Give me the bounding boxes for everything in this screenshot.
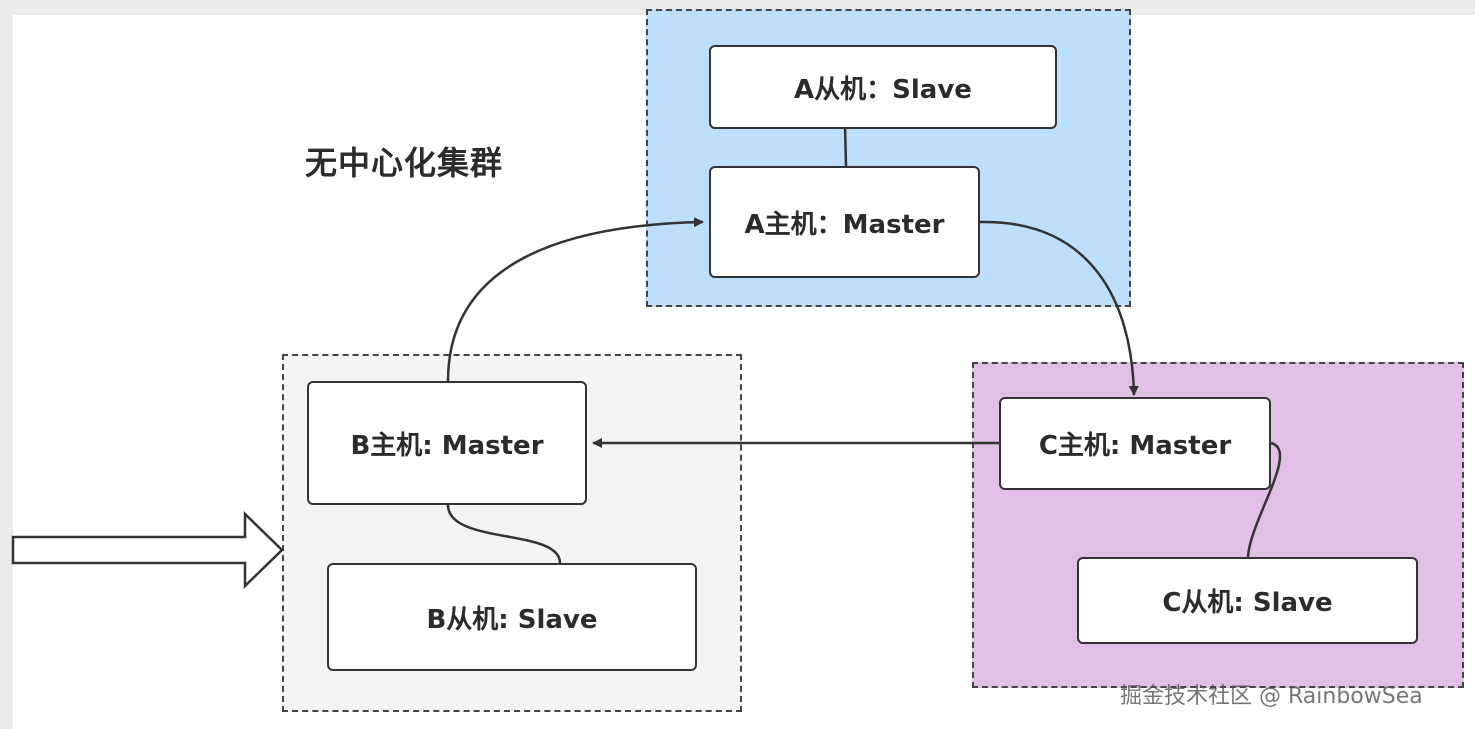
node-c-slave: C从机: Slave xyxy=(1077,557,1418,644)
node-a-master: A主机：Master xyxy=(709,166,980,278)
node-b-slave: B从机: Slave xyxy=(327,563,697,671)
node-b-master: B主机: Master xyxy=(307,381,587,505)
node-a-slave: A从机：Slave xyxy=(709,45,1057,129)
watermark: 掘金技术社区 @ RainbowSea xyxy=(1120,684,1423,709)
node-c-master: C主机: Master xyxy=(999,397,1271,490)
diagram-title: 无中心化集群 xyxy=(305,144,504,182)
